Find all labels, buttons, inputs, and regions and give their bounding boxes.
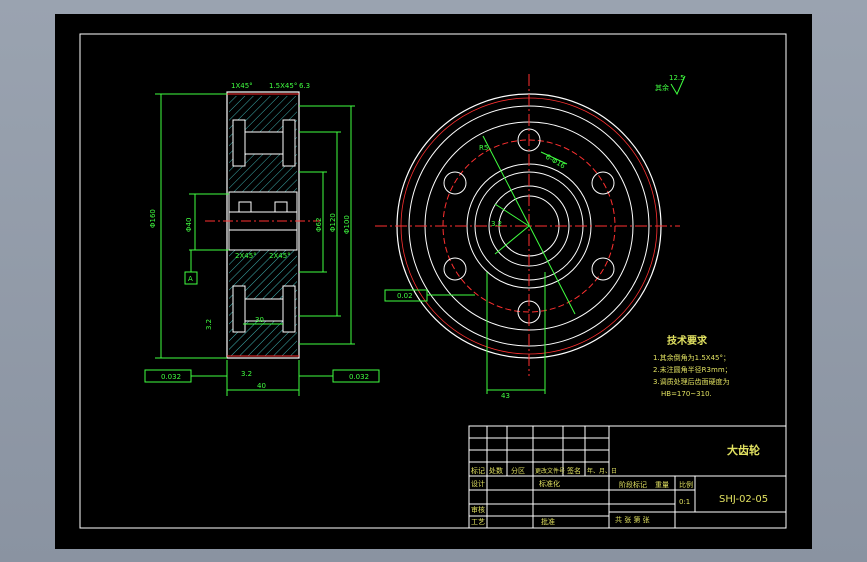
- tb-scale-value: 0:1: [679, 498, 690, 506]
- dia-outer-label: Φ160: [149, 209, 157, 228]
- hole-count-label: 6-Φ16: [544, 153, 567, 171]
- tb-review: 审核: [471, 505, 485, 514]
- tech-req-item-2: 2.未注圆角半径R3mm；: [653, 365, 732, 374]
- chamfer-label-3: 2X45°: [235, 252, 257, 260]
- roughness-bottom: 3.2: [241, 370, 252, 378]
- front-view[interactable]: [375, 74, 680, 394]
- tol-right-value: 0.032: [349, 373, 369, 381]
- tech-req-item-1: 1.其余倒角为1.5X45°；: [653, 353, 730, 362]
- roughness-symbol-icon: [670, 75, 686, 96]
- key-width-label: 43: [501, 392, 510, 400]
- hole-radius-label: R5: [479, 144, 488, 152]
- tb-zone: 分区: [511, 466, 525, 475]
- tb-standard: 标准化: [539, 479, 560, 488]
- part-name: 大齿轮: [727, 443, 760, 457]
- title-block[interactable]: [468, 425, 787, 529]
- tb-design: 设计: [471, 479, 485, 488]
- drawing-border: [79, 33, 787, 529]
- dia-bore-label: Φ40: [185, 218, 193, 232]
- tb-approve: 批准: [541, 517, 555, 526]
- section-view[interactable]: [144, 91, 380, 396]
- tol-left-value: 0.032: [161, 373, 181, 381]
- roughness-note-label: 其余: [655, 83, 669, 92]
- tb-ratio: 比例: [679, 480, 693, 489]
- drawing-sheet[interactable]: 1X45° 1.5X45° 6.3 2X45° 2X45° 30 40 Φ160…: [55, 14, 812, 549]
- tb-sign: 签名: [567, 466, 581, 475]
- chamfer-label-4: 2X45°: [269, 252, 291, 260]
- tb-count: 处数: [489, 466, 503, 475]
- tb-date: 年、月、日: [587, 467, 617, 475]
- sheet-info: 共 张 第 张: [615, 515, 650, 524]
- chamfer-label-1: 1X45°: [231, 82, 253, 90]
- width-label: 40: [257, 382, 266, 390]
- tech-req-item-3: 3.调质处理后齿面硬度为: [653, 377, 730, 386]
- roughness-side: 3.2: [205, 319, 213, 330]
- hub-width-label: 30: [255, 316, 264, 324]
- roughness-top: 6.3: [299, 82, 310, 90]
- face-tol-value: 0.02: [397, 292, 413, 300]
- tech-req-item-4: HB=170~310.: [661, 390, 712, 398]
- drawing-canvas[interactable]: 1X45° 1.5X45° 6.3 2X45° 2X45° 30 40 Φ160…: [55, 14, 812, 549]
- tb-mark: 标记: [471, 466, 485, 475]
- dia-root-label: Φ120: [329, 213, 337, 232]
- chamfer-label-2: 1.5X45°: [269, 82, 297, 90]
- tb-process: 工艺: [471, 518, 485, 526]
- tech-req-title: 技术要求: [667, 334, 708, 347]
- dia-hub-label: Φ62: [315, 218, 323, 232]
- datum-label: A: [188, 275, 193, 283]
- drawing-number: SHJ-02-05: [719, 494, 768, 505]
- tb-stage: 阶段标记: [619, 480, 647, 489]
- tb-weight: 重量: [655, 481, 669, 489]
- tb-change-doc: 更改文件号: [535, 467, 565, 475]
- pcd-label: Φ100: [343, 215, 351, 234]
- roughness-note-value: 12.5: [669, 74, 685, 82]
- front-roughness-label: 3.2: [491, 220, 502, 228]
